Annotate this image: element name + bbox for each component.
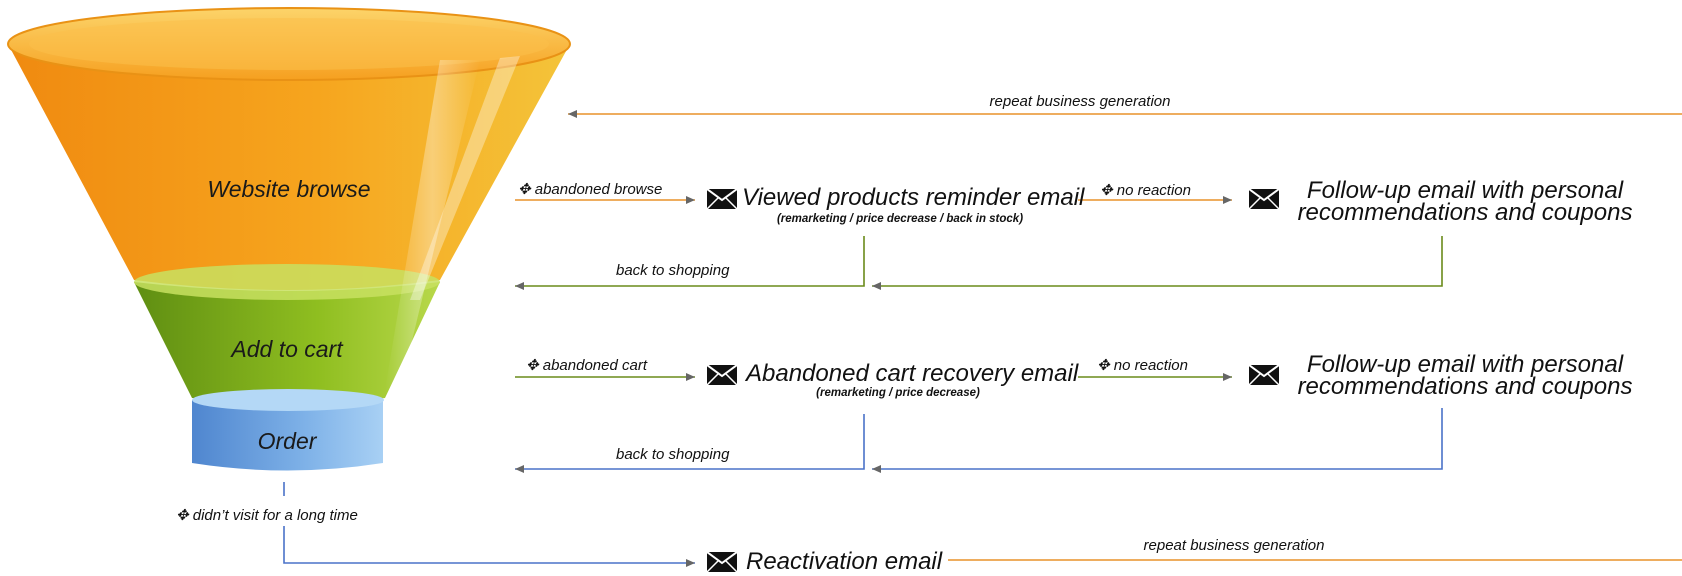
move-cross-icon: ✥	[526, 357, 539, 374]
back-to-shopping-2-label: back to shopping	[616, 446, 730, 463]
funnel-rim-inner	[29, 18, 549, 70]
move-cross-icon: ✥	[1097, 357, 1110, 374]
viewed-products-title: Viewed products reminder email	[742, 184, 1085, 211]
abandoned-browse-text: abandoned browse	[534, 181, 663, 198]
no-reaction-2-label: ✥ no reaction	[1097, 356, 1188, 374]
funnel-shine	[385, 60, 480, 390]
arrowhead	[686, 196, 695, 204]
viewed-products-sub: (remarketing / price decrease / back in …	[776, 213, 1024, 225]
followup-1: Follow-up email with personal recommenda…	[1290, 177, 1640, 226]
connectors	[283, 110, 1682, 567]
edge-back-to-shopping-2	[515, 414, 865, 470]
arrowhead	[1223, 196, 1232, 204]
edge-back-to-shopping-1	[515, 236, 865, 287]
arrowhead	[568, 110, 577, 118]
arrowhead	[515, 282, 524, 290]
no-reaction-1-label: ✥ no reaction	[1100, 181, 1191, 199]
envelope-icon	[707, 365, 737, 385]
funnel-middle-label: Add to cart	[231, 336, 343, 362]
funnel	[7, 7, 571, 471]
didnt-visit-label: ✥ didn’t visit for a long time	[176, 506, 358, 524]
move-cross-icon: ✥	[1100, 182, 1113, 199]
repeat-top-label: repeat business generation	[989, 93, 1171, 110]
followup-1-line1: Follow-up email with personal	[1306, 177, 1624, 204]
funnel-bottom-segment	[192, 400, 383, 471]
didnt-visit-text: didn’t visit for a long time	[192, 507, 358, 524]
no-reaction-2-text: no reaction	[1113, 357, 1188, 374]
reactivation-title: Reactivation email	[746, 548, 943, 575]
funnel-shine-2	[410, 56, 520, 300]
followup-2-line1: Follow-up email with personal	[1306, 351, 1624, 378]
back-to-shopping-1-label: back to shopping	[616, 262, 730, 279]
move-cross-icon: ✥	[176, 507, 189, 524]
edge-followup2-back	[872, 408, 1443, 470]
funnel-top-label: Website browse	[207, 176, 371, 202]
cart-recovery-sub: (remarketing / price decrease)	[816, 387, 980, 399]
followup-2: Follow-up email with personal recommenda…	[1290, 351, 1640, 400]
cart-recovery-title: Abandoned cart recovery email	[746, 360, 1079, 387]
envelope-icon	[1249, 365, 1279, 385]
funnel-middle-rim	[134, 264, 440, 300]
envelope-icon	[707, 189, 737, 209]
envelope-icon	[1249, 189, 1279, 209]
repeat-bottom-label: repeat business generation	[1143, 537, 1325, 554]
funnel-bottom-rim	[192, 389, 384, 411]
no-reaction-1-text: no reaction	[1116, 182, 1191, 199]
arrowhead	[872, 465, 881, 473]
envelope-icon	[707, 552, 737, 572]
move-cross-icon: ✥	[518, 181, 531, 198]
abandoned-cart-text: abandoned cart	[542, 357, 648, 374]
arrowhead	[686, 373, 695, 381]
edge-followup1-back	[872, 236, 1443, 287]
followup-1-line2: recommendations and coupons	[1297, 199, 1633, 226]
funnel-bottom-label: Order	[257, 428, 317, 454]
arrowhead	[1223, 373, 1232, 381]
arrowhead	[515, 465, 524, 473]
followup-2-line2: recommendations and coupons	[1297, 373, 1633, 400]
arrowhead	[686, 559, 695, 567]
abandoned-cart-label: ✥ abandoned cart	[526, 356, 647, 374]
funnel-middle-segment	[134, 282, 440, 404]
abandoned-browse-label: ✥ abandoned browse	[518, 180, 662, 198]
arrowhead	[872, 282, 881, 290]
edge-didnt-visit	[283, 526, 695, 564]
